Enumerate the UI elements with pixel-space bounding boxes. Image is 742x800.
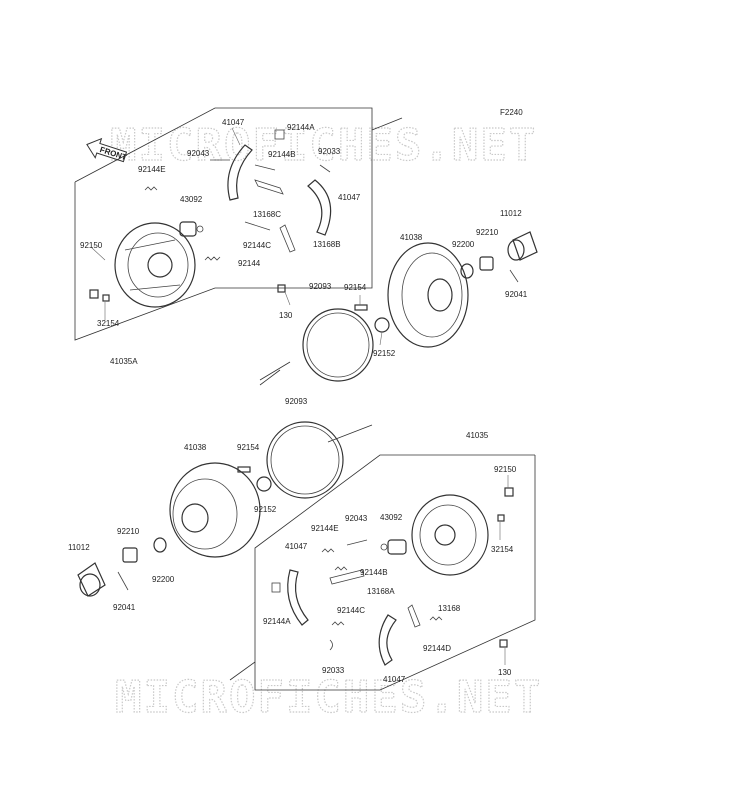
label: 32154 <box>491 545 514 554</box>
backing-plate-lower <box>411 487 514 648</box>
label: 41035 <box>466 431 489 440</box>
bolts-upper <box>89 284 286 302</box>
label: 92144A <box>263 617 291 626</box>
label: 41047 <box>285 542 308 551</box>
label: 41047 <box>338 193 361 202</box>
label: 13168C <box>253 210 281 219</box>
o-ring-upper <box>302 308 374 382</box>
label: 13168A <box>367 587 395 596</box>
label: 130 <box>498 668 512 677</box>
watermark-top: MICROFICHES.NET <box>110 120 537 171</box>
label: 41038 <box>400 233 423 242</box>
label: 92154 <box>237 443 260 452</box>
label: 92144 <box>238 259 261 268</box>
label: 92093 <box>285 397 308 406</box>
label: 11012 <box>500 209 522 218</box>
label: 92150 <box>494 465 517 474</box>
label: 32154 <box>97 319 120 328</box>
lower-panel-frame <box>229 424 536 691</box>
lower-leaders <box>499 475 509 665</box>
label: 130 <box>279 311 293 320</box>
brake-drum-upper <box>354 242 469 348</box>
figure-code: F2240 <box>500 108 523 117</box>
hub-parts-lower <box>77 537 167 597</box>
label: 92152 <box>254 505 277 514</box>
label: 41035A <box>110 357 138 366</box>
label: 41047 <box>383 675 406 684</box>
label: 92093 <box>309 282 332 291</box>
watermark-bottom: MICROFICHES.NET <box>115 672 542 723</box>
label: 92144C <box>337 606 365 615</box>
backing-plate-upper <box>114 222 196 308</box>
label: 92033 <box>318 147 341 156</box>
label: 43092 <box>180 195 203 204</box>
label: 11012 <box>68 543 90 552</box>
label: 92150 <box>80 241 103 250</box>
label: 92033 <box>322 666 345 675</box>
wheel-cylinder-upper <box>179 221 204 237</box>
label: 92210 <box>117 527 140 536</box>
label: 92154 <box>344 283 367 292</box>
label: 43092 <box>380 513 403 522</box>
label: 92210 <box>476 228 499 237</box>
label: 92144E <box>311 524 339 533</box>
label: 92200 <box>452 240 475 249</box>
label: 92144A <box>287 123 315 132</box>
label: 92041 <box>505 290 528 299</box>
label: 92200 <box>152 575 175 584</box>
label: 92043 <box>345 514 368 523</box>
label: 92144C <box>243 241 271 250</box>
label: 92144E <box>138 165 166 174</box>
brake-drum-lower <box>169 462 272 558</box>
brake-shoes-lower <box>271 539 443 666</box>
label: 92144B <box>268 150 296 159</box>
label: 41038 <box>184 443 207 452</box>
upper-leaders <box>91 127 383 346</box>
brake-shoes-upper <box>144 129 332 261</box>
label: 92152 <box>373 349 396 358</box>
hub-parts-upper <box>460 231 538 283</box>
wheel-cylinder-lower <box>380 539 407 555</box>
label: 41047 <box>222 118 245 127</box>
label: 92041 <box>113 603 136 612</box>
label: 92144B <box>360 568 388 577</box>
label: 92144D <box>423 644 451 653</box>
label: 92043 <box>187 149 210 158</box>
o-ring-lower <box>266 421 344 499</box>
upper-panel-frame <box>74 107 403 386</box>
label: 13168 <box>438 604 461 613</box>
label: 13168B <box>313 240 341 249</box>
